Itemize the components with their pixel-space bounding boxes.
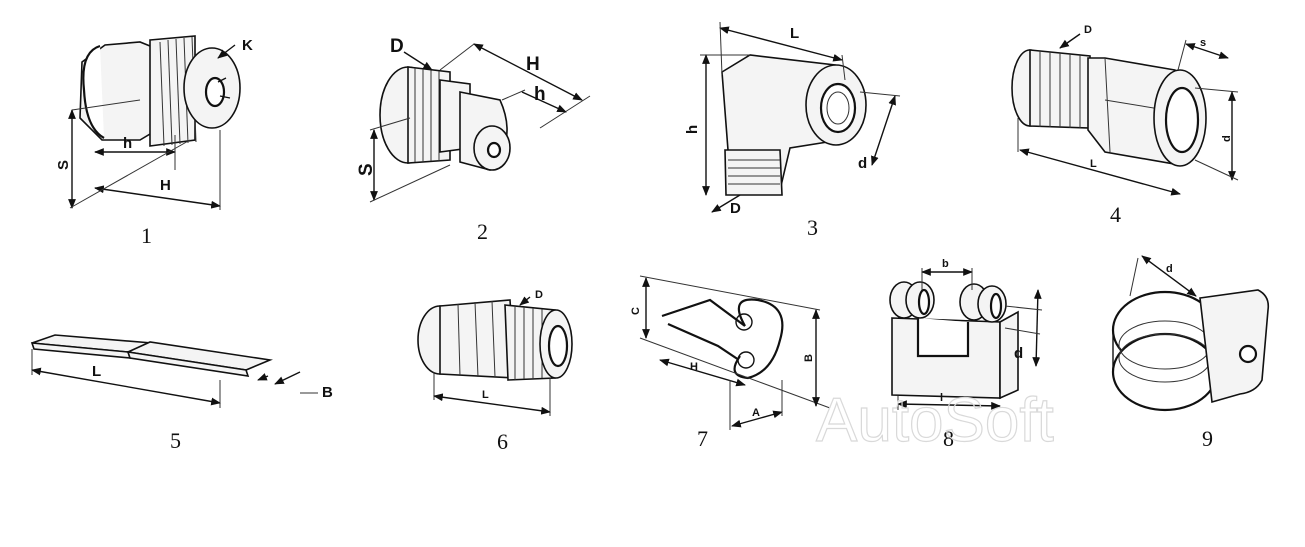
fig8-number: 8 (943, 426, 954, 451)
fig4-label-s: s (1200, 37, 1206, 49)
fig8-label-l: l (940, 392, 943, 404)
fig3-label-d: d (858, 155, 867, 172)
fig8-label-d: d (1014, 345, 1023, 362)
watermark-text: AutoSoft (816, 386, 1054, 455)
fig3-number: 3 (807, 215, 818, 240)
figure-8-hinge-plate: b d l 8 (889, 258, 1043, 451)
fig4-number: 4 (1110, 202, 1121, 227)
fig7-number: 7 (697, 426, 708, 451)
figure-2-straight-nipple: D H h S 2 (356, 36, 591, 244)
fig1-label-k: K (242, 37, 253, 54)
fig1-label-h: h (123, 135, 132, 152)
fig1-number: 1 (141, 223, 152, 248)
fig1-label-s: S (55, 160, 72, 170)
fig7-label-B: B (803, 354, 815, 362)
fig5-label-L: L (92, 363, 101, 380)
fig8-label-b: b (942, 258, 949, 270)
fig2-label-H: H (526, 54, 540, 75)
fig5-label-B: B (322, 384, 333, 401)
fig6-label-L: L (482, 389, 489, 401)
figure-4-adapter: D s L d 4 (1011, 24, 1239, 227)
figure-5-plate: L B 5 (30, 334, 333, 453)
fig7-label-C: C (630, 307, 642, 315)
fig5-number: 5 (170, 428, 181, 453)
fig3-label-D: D (730, 200, 741, 217)
fig6-number: 6 (497, 429, 508, 454)
fig7-label-H: H (690, 361, 698, 373)
fig4-label-D: D (1084, 24, 1092, 36)
figure-7-spring-clip: C H B A 7 (630, 275, 831, 451)
fig4-label-d: d (1221, 135, 1233, 142)
fig2-label-D: D (390, 36, 404, 57)
fig6-label-D: D (535, 289, 543, 301)
fig2-number: 2 (477, 219, 488, 244)
fig3-label-L: L (790, 25, 799, 42)
figure-3-elbow-fitting: L h d D 3 (684, 21, 901, 240)
figure-9-hose-clamp: d 9 (1111, 255, 1270, 451)
fig7-label-A: A (752, 407, 760, 419)
fig3-label-h: h (684, 125, 701, 134)
fig9-number: 9 (1202, 426, 1213, 451)
figure-6-union-fitting: D L 6 (417, 289, 573, 454)
figure-1-grease-nipple: K S h H 1 (55, 35, 253, 248)
fig9-label-d: d (1166, 263, 1173, 275)
fig2-label-S: S (356, 163, 377, 176)
fig2-label-h: h (534, 84, 546, 105)
fig1-label-H: H (160, 177, 171, 194)
fig4-label-L: L (1090, 158, 1097, 170)
